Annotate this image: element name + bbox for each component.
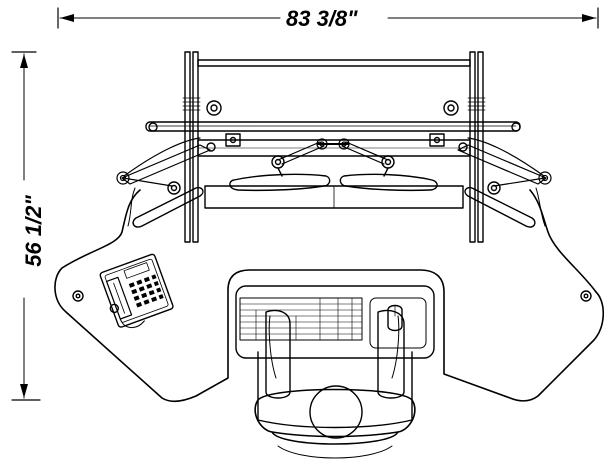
overhead-frame [145,51,521,243]
operator-chair [254,309,416,459]
desk-grommets [72,290,592,302]
width-dimension-label: 83 3/8" [282,6,362,32]
right-wing-inner [535,187,546,227]
height-dimension [11,51,41,401]
keyboard-tray [235,285,435,359]
desk-phone [99,253,174,329]
left-wing-inner [127,187,136,227]
monitor-arms [116,137,552,187]
desk-outline [54,189,605,402]
height-dimension-label: 56 1/2" [20,191,47,271]
width-dimension [57,7,599,29]
monitors [132,155,536,228]
